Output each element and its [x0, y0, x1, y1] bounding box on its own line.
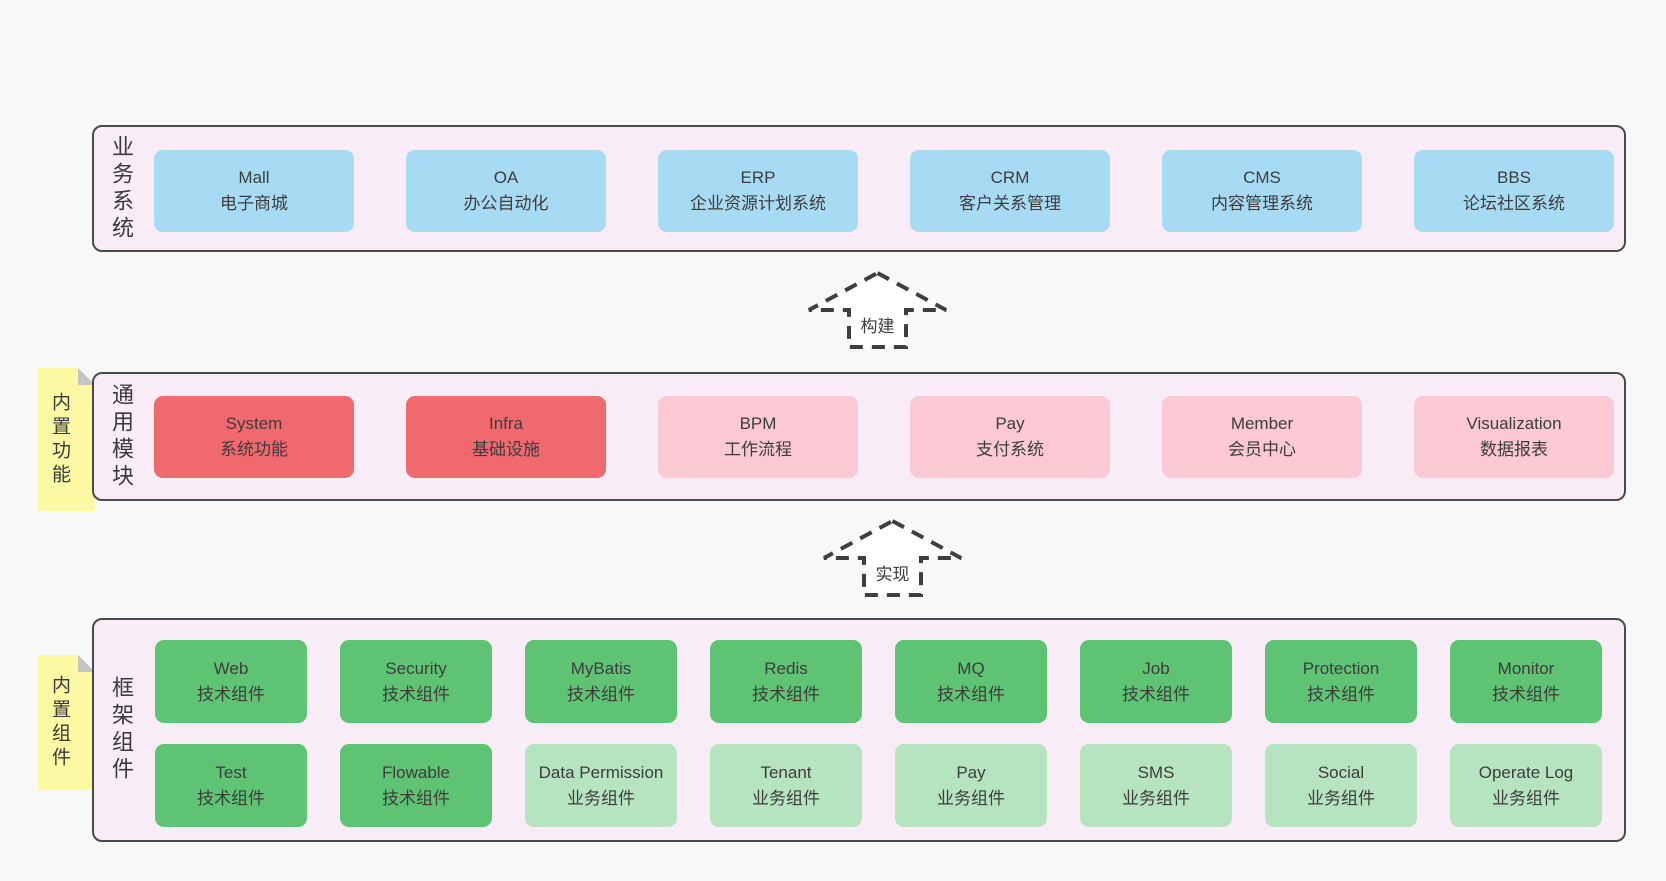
- framework-components-panel: 框架组件 Web 技术组件 Security 技术组件 MyBatis 技术组件…: [92, 618, 1626, 842]
- box-operate-log: Operate Log 业务组件: [1450, 744, 1602, 827]
- framework-row-2: Test 技术组件 Flowable 技术组件 Data Permission …: [155, 744, 1602, 827]
- arrow-up-dashed-icon: [823, 518, 962, 597]
- arrow-implement: 实现: [822, 518, 963, 598]
- box-bbs: BBS 论坛社区系统: [1414, 150, 1614, 232]
- box-web: Web 技术组件: [155, 640, 307, 723]
- box-tenant: Tenant 业务组件: [710, 744, 862, 827]
- arrow-implement-label: 实现: [872, 560, 913, 585]
- framework-row-1: Web 技术组件 Security 技术组件 MyBatis 技术组件 Redi…: [155, 640, 1602, 723]
- box-security: Security 技术组件: [340, 640, 492, 723]
- box-crm: CRM 客户关系管理: [910, 150, 1110, 232]
- common-modules-panel: 通用模块 System 系统功能 Infra 基础设施 BPM 工作流程 Pay…: [92, 372, 1626, 501]
- section-label-framework-components: 框架组件: [109, 676, 134, 784]
- box-pay-component: Pay 业务组件: [895, 744, 1047, 827]
- folded-corner-icon: [78, 655, 95, 672]
- box-erp: ERP 企业资源计划系统: [658, 150, 858, 232]
- box-cms: CMS 内容管理系统: [1162, 150, 1362, 232]
- sticky-note-built-in-features: 内置功能: [38, 368, 95, 511]
- business-systems-panel: 业务系统 Mall 电子商城 OA 办公自动化 ERP 企业资源计划系统 CRM…: [92, 125, 1626, 252]
- box-member: Member 会员中心: [1162, 396, 1362, 478]
- section-label-business-systems: 业务系统: [109, 134, 134, 243]
- section-label-common-modules: 通用模块: [109, 382, 134, 491]
- box-redis: Redis 技术组件: [710, 640, 862, 723]
- box-mq: MQ 技术组件: [895, 640, 1047, 723]
- box-bpm: BPM 工作流程: [658, 396, 858, 478]
- box-system: System 系统功能: [154, 396, 354, 478]
- box-mall: Mall 电子商城: [154, 150, 354, 232]
- business-systems-row: Mall 电子商城 OA 办公自动化 ERP 企业资源计划系统 CRM 客户关系…: [154, 150, 1614, 232]
- arrow-build-label: 构建: [857, 312, 898, 337]
- box-social: Social 业务组件: [1265, 744, 1417, 827]
- arrow-up-dashed-icon: [808, 270, 947, 349]
- sticky-note-built-in-components: 内置组件: [38, 655, 95, 790]
- box-pay-module: Pay 支付系统: [910, 396, 1110, 478]
- box-job: Job 技术组件: [1080, 640, 1232, 723]
- box-oa: OA 办公自动化: [406, 150, 606, 232]
- folded-corner-icon: [78, 368, 95, 385]
- box-flowable: Flowable 技术组件: [340, 744, 492, 827]
- box-test: Test 技术组件: [155, 744, 307, 827]
- arrow-build: 构建: [807, 270, 948, 350]
- box-sms: SMS 业务组件: [1080, 744, 1232, 827]
- box-data-permission: Data Permission 业务组件: [525, 744, 677, 827]
- common-modules-row: System 系统功能 Infra 基础设施 BPM 工作流程 Pay 支付系统…: [154, 396, 1614, 478]
- box-visualization: Visualization 数据报表: [1414, 396, 1614, 478]
- box-mybatis: MyBatis 技术组件: [525, 640, 677, 723]
- box-protection: Protection 技术组件: [1265, 640, 1417, 723]
- box-infra: Infra 基础设施: [406, 396, 606, 478]
- box-monitor: Monitor 技术组件: [1450, 640, 1602, 723]
